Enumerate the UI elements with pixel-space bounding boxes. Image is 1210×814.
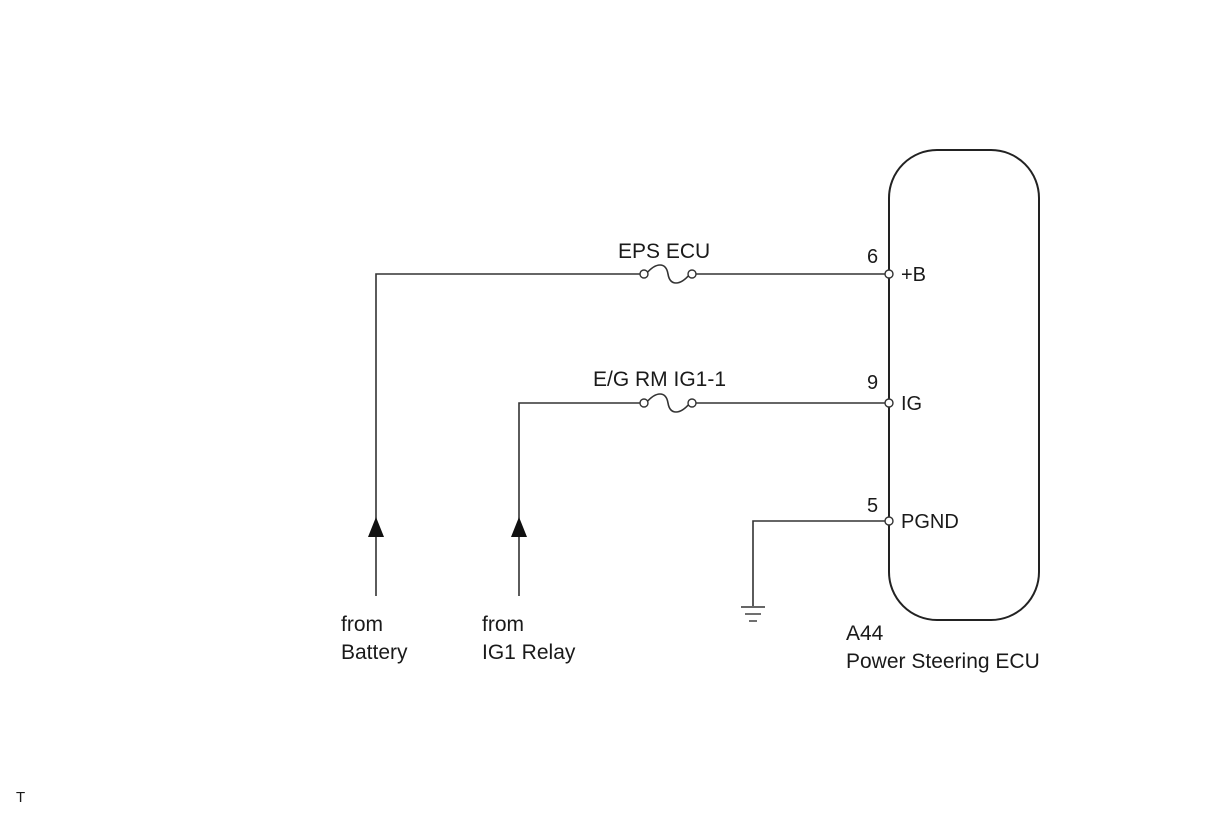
ground-circuit <box>741 520 889 622</box>
ecu-box <box>888 149 1040 621</box>
fuse-eps-ecu-icon <box>639 264 697 284</box>
battery-source-line1: from <box>341 613 383 636</box>
ig1-arrow-icon <box>511 517 527 537</box>
ground-icon <box>741 606 765 622</box>
pin-6-terminal <box>884 269 894 279</box>
pin-6-number: 6 <box>867 246 878 268</box>
pin-5-number: 5 <box>867 495 878 517</box>
corner-mark: T <box>16 789 25 806</box>
ecu-connector-label: A44 <box>846 622 884 645</box>
ecu-name-label: Power Steering ECU <box>846 650 1040 673</box>
ground-wire <box>752 520 889 606</box>
pin-9-terminal <box>884 398 894 408</box>
fuse-eps-ecu-label: EPS ECU <box>618 240 710 263</box>
pin-9-label: IG <box>901 393 922 415</box>
battery-arrow-icon <box>368 517 384 537</box>
battery-wire <box>375 273 640 596</box>
pin-5-label: PGND <box>901 511 959 533</box>
pin-9-number: 9 <box>867 372 878 394</box>
battery-circuit: EPS ECU <box>368 240 889 596</box>
fuse-eg-rm-ig1-1-icon <box>639 393 697 413</box>
pin-6-label: +B <box>901 264 926 286</box>
ig1-source-line1: from <box>482 613 524 636</box>
ig1-wire <box>518 402 640 596</box>
ig1-source-line2: IG1 Relay <box>482 641 576 664</box>
fuse-eg-rm-ig1-1-label: E/G RM IG1-1 <box>593 368 726 391</box>
battery-source-line2: Battery <box>341 641 408 664</box>
pin-5-terminal <box>884 516 894 526</box>
ig1-relay-circuit: E/G RM IG1-1 <box>511 368 889 596</box>
